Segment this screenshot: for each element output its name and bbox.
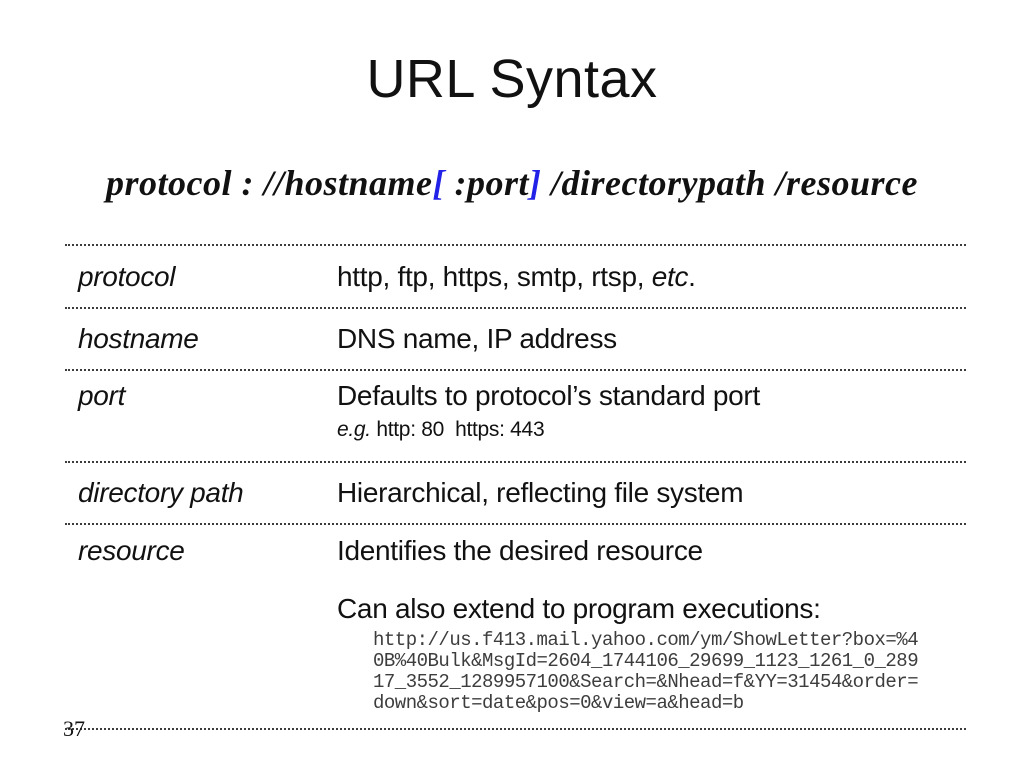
- definition-directory-path: Hierarchical, reflecting file system: [337, 477, 744, 508]
- example-url-line: 0B%40Bulk&MsgId=2604_1744106_29699_1123_…: [373, 650, 919, 672]
- table-row-port: port Defaults to protocol’s standard por…: [65, 369, 966, 461]
- port-example-line: e.g. http: 80 https: 443: [337, 417, 966, 442]
- definition-period: .: [688, 260, 696, 292]
- port-example-values: http: 80 https: 443: [370, 418, 545, 441]
- formula-open-bracket: [: [432, 163, 446, 203]
- url-syntax-formula: protocol : //hostname[ :port] /directory…: [0, 162, 1024, 204]
- slide-page-number: 37: [63, 716, 85, 741]
- example-url-line: down&sort=date&pos=0&view=a&head=b: [373, 692, 744, 714]
- definition-etc: etc: [651, 260, 689, 292]
- table-row-directory-path: directory path Hierarchical, reflecting …: [65, 461, 966, 523]
- definition-port: Defaults to protocol’s standard port e.g…: [337, 380, 966, 442]
- table-row-protocol: protocol http, ftp, https, smtp, rtsp, e…: [65, 246, 966, 307]
- example-url: http://us.f413.mail.yahoo.com/ym/ShowLet…: [373, 630, 966, 714]
- term-hostname: hostname: [78, 323, 199, 354]
- term-resource: resource: [78, 535, 185, 566]
- definition-text: http, ftp, https, smtp, rtsp,: [337, 260, 652, 292]
- definition-protocol: http, ftp, https, smtp, rtsp, etc.: [337, 261, 966, 293]
- formula-segment: protocol : //hostname: [105, 163, 433, 203]
- definition-hostname: DNS name, IP address: [337, 323, 617, 354]
- term-port: port: [78, 380, 126, 411]
- url-components-table: protocol http, ftp, https, smtp, rtsp, e…: [65, 244, 966, 730]
- eg-label: e.g.: [337, 418, 371, 441]
- term-protocol: protocol: [78, 260, 176, 292]
- formula-close-bracket: ]: [529, 163, 542, 203]
- port-definition-line: Defaults to protocol’s standard port: [337, 380, 760, 411]
- formula-segment: /directorypath /resource: [541, 163, 918, 203]
- table-row-resource: resource Identifies the desired resource…: [65, 523, 966, 728]
- resource-definition-line: Identifies the desired resource: [337, 535, 703, 566]
- table-row-hostname: hostname DNS name, IP address: [65, 307, 966, 369]
- term-directory-path: directory path: [78, 477, 244, 508]
- formula-segment: :port: [445, 163, 530, 203]
- example-url-line: 17_3552_1289957100&Search=&Nhead=f&YY=31…: [373, 671, 919, 693]
- page-title: URL Syntax: [366, 49, 658, 109]
- resource-extra-line: Can also extend to program executions:: [337, 593, 821, 624]
- example-url-line: http://us.f413.mail.yahoo.com/ym/ShowLet…: [373, 629, 919, 651]
- definition-resource: Identifies the desired resource Can also…: [337, 535, 966, 714]
